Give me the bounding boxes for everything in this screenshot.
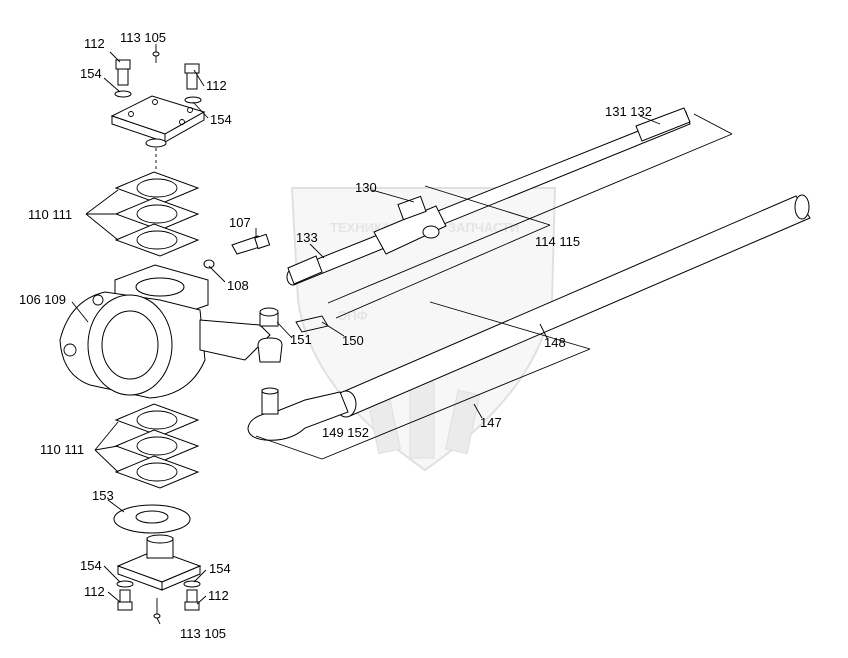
label-112-top-right: 112 — [206, 78, 227, 93]
label-150: 150 — [342, 333, 364, 348]
ring-gasket — [113, 504, 191, 534]
label-130: 130 — [355, 180, 377, 195]
ball-stud — [257, 307, 329, 363]
bottom-bolt-right — [183, 580, 201, 611]
top-cap — [110, 95, 206, 148]
label-154-top-left: 154 — [80, 66, 102, 81]
watermark-text-right: ЗАПЧАСТИ — [448, 220, 519, 235]
label-113-105-bottom: 113 105 — [180, 626, 226, 641]
label-112-bottom-left: 112 — [84, 584, 105, 599]
leader-lines — [71, 44, 733, 625]
label-151: 151 — [290, 332, 312, 347]
label-154-bottom-left: 154 — [80, 558, 102, 573]
label-154-top-right: 154 — [210, 112, 232, 127]
bottom-bolt-left — [116, 580, 134, 611]
label-154-bottom-right: 154 — [209, 561, 231, 576]
label-131-132: 131 132 — [605, 104, 652, 119]
bottom-stud — [153, 598, 161, 619]
label-108: 108 — [227, 278, 249, 293]
tie-rod-end — [247, 387, 349, 441]
label-106-109: 106 109 — [19, 292, 66, 307]
label-153: 153 — [92, 488, 114, 503]
top-bolt-left — [114, 59, 132, 98]
label-149-152: 149 152 — [322, 425, 369, 440]
watermark-logo: ЭПФ — [338, 308, 368, 323]
top-bolt-right — [184, 63, 202, 104]
callout-labels: 112 113 105 154 112 154 110 111 107 108 … — [19, 30, 652, 641]
label-148: 148 — [544, 335, 566, 350]
steering-knuckle — [59, 264, 271, 399]
label-110-111-bottom: 110 111 — [40, 442, 84, 457]
label-133: 133 — [296, 230, 318, 245]
top-shims — [114, 171, 200, 257]
adjust-bolt — [203, 233, 271, 269]
label-110-111-top: 110 111 — [28, 207, 72, 222]
label-113-105-top: 113 105 — [120, 30, 166, 45]
label-147: 147 — [480, 415, 502, 430]
tie-rod-clamp — [373, 195, 447, 255]
label-112-top-left: 112 — [84, 36, 105, 51]
label-107: 107 — [229, 215, 251, 230]
bottom-cap — [116, 534, 202, 591]
label-112-bottom-right: 112 — [208, 588, 229, 603]
top-stud — [152, 51, 160, 63]
bottom-shims — [114, 403, 200, 489]
label-114-115: 114 115 — [535, 234, 580, 249]
